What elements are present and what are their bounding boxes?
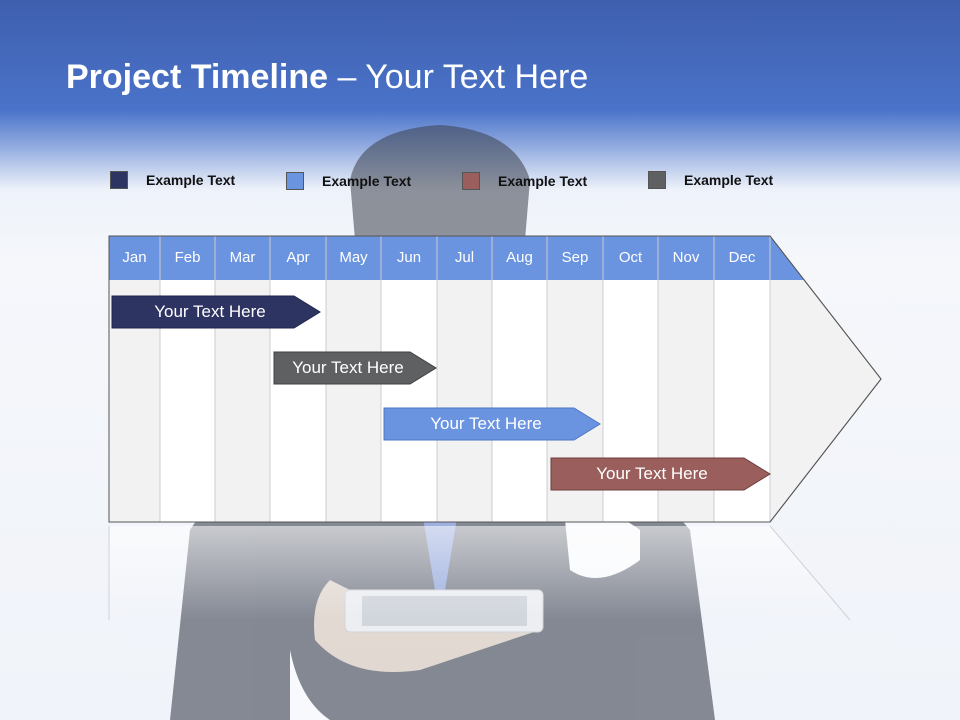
legend-swatch-4 <box>648 171 666 189</box>
month-label-dec: Dec <box>728 249 756 266</box>
task-arrow-3 <box>383 407 601 441</box>
month-column <box>381 280 437 522</box>
month-label-jun: Jun <box>396 249 422 266</box>
month-header-bar <box>109 236 804 280</box>
month-label-oct: Oct <box>618 249 643 266</box>
task-arrow-2 <box>273 351 437 385</box>
title-rest: – Your Text Here <box>328 58 589 96</box>
legend-swatch-2 <box>286 172 304 190</box>
task-label-4: Your Text Here <box>596 464 708 483</box>
month-label-apr: Apr <box>286 249 310 266</box>
legend-item-2: Example Text <box>286 171 411 191</box>
legend-item-3: Example Text <box>462 171 587 191</box>
task-arrow-4 <box>550 457 771 491</box>
title-bold: Project Timeline <box>66 58 329 96</box>
month-label-may: May <box>339 249 368 266</box>
month-label-sep: Sep <box>561 249 589 266</box>
timeline-reflection <box>109 526 850 620</box>
month-label-feb: Feb <box>174 249 201 266</box>
legend-label-2: Example Text <box>322 173 412 189</box>
month-column <box>492 280 547 522</box>
month-label-aug: Aug <box>506 249 533 266</box>
legend-label-1: Example Text <box>146 172 236 188</box>
task-label-3: Your Text Here <box>430 414 542 433</box>
legend-label-4: Example Text <box>684 172 774 188</box>
legend-item-1: Example Text <box>110 170 235 190</box>
legend-label-3: Example Text <box>498 173 588 189</box>
task-label-2: Your Text Here <box>292 358 404 377</box>
month-label-nov: Nov <box>672 249 700 266</box>
slide-title: Project Timeline – Your Text Here <box>66 58 588 97</box>
task-arrow-1 <box>111 295 321 329</box>
legend-swatch-3 <box>462 172 480 190</box>
month-label-jul: Jul <box>454 249 475 266</box>
legend-item-4: Example Text <box>648 170 773 190</box>
month-label-mar: Mar <box>229 249 256 266</box>
month-label-jan: Jan <box>122 249 147 266</box>
task-label-1: Your Text Here <box>154 302 266 321</box>
legend-swatch-1 <box>110 171 128 189</box>
